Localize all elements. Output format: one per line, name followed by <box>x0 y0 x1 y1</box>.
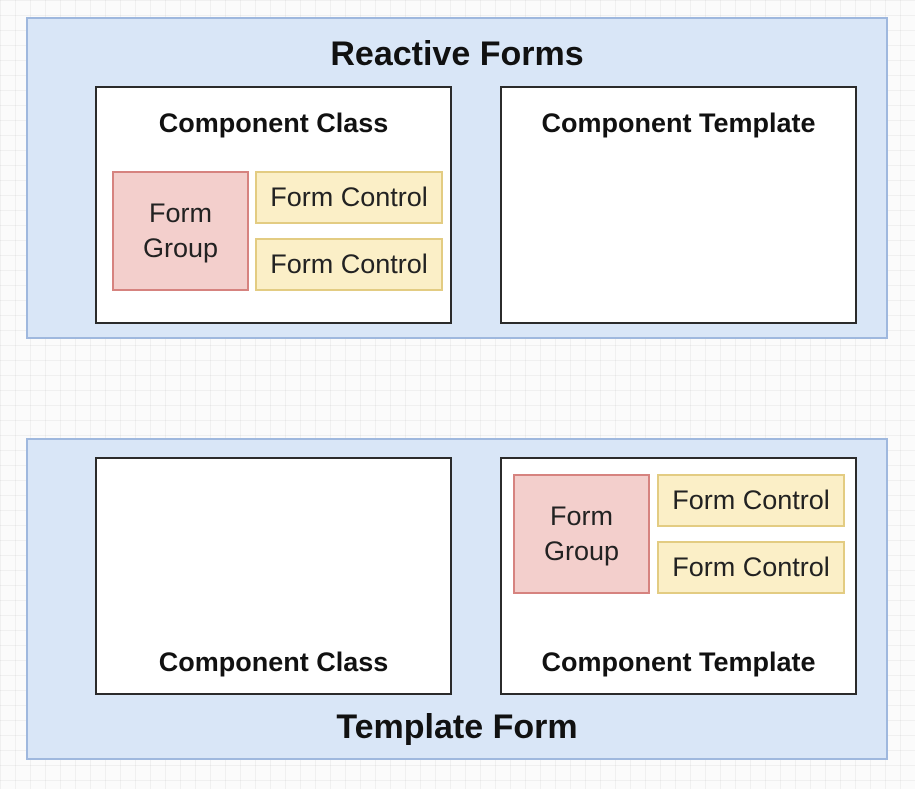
reactive-form-group: Form Group <box>112 171 249 291</box>
template-component-class-box: Component Class <box>95 457 452 695</box>
reactive-component-class-title: Component Class <box>158 108 389 138</box>
reactive-component-template-title: Component Template <box>541 108 816 138</box>
reactive-forms-panel: Reactive Forms Component Class Form Grou… <box>26 17 888 339</box>
reactive-form-control-2: Form Control <box>255 238 443 291</box>
reactive-form-group-label: Form Group <box>142 198 219 263</box>
template-form-control-2: Form Control <box>657 541 845 594</box>
template-component-class-title: Component Class <box>158 647 389 677</box>
template-form-title: Template Form <box>336 708 578 746</box>
reactive-forms-title: Reactive Forms <box>330 35 584 73</box>
template-component-template-box: Form Group Form Control Form Control Com… <box>500 457 857 695</box>
template-form-group: Form Group <box>513 474 650 594</box>
template-form-control-1: Form Control <box>657 474 845 527</box>
reactive-form-control-1: Form Control <box>255 171 443 224</box>
template-component-template-title: Component Template <box>541 647 816 677</box>
reactive-component-class-box: Component Class Form Group Form Control … <box>95 86 452 324</box>
template-form-panel: Component Class Form Group Form Control … <box>26 438 888 760</box>
reactive-component-template-box: Component Template <box>500 86 857 324</box>
template-form-group-label: Form Group <box>543 501 620 566</box>
